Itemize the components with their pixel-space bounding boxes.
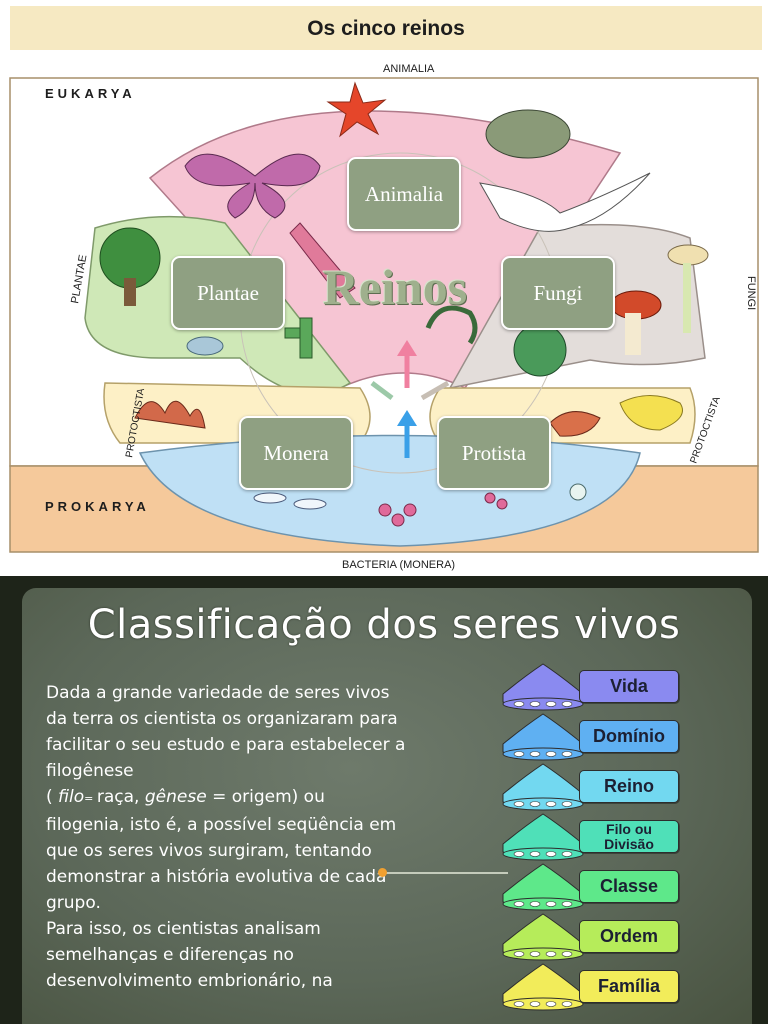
butterfly-icon <box>184 153 321 219</box>
mushroom-stem <box>683 263 691 333</box>
red-mushroom-stem <box>625 313 641 355</box>
slide-title: Os cinco reinos <box>307 17 465 40</box>
body-text: Dada a grande variedade de seres vivos d… <box>46 680 416 994</box>
starfish-icon <box>326 81 387 138</box>
arrow-left-green <box>370 381 394 400</box>
cactus-icon <box>284 317 313 359</box>
taxonomy-funnels <box>502 663 584 1011</box>
pointer-line <box>380 872 508 874</box>
bacillus-icon-2 <box>293 498 327 510</box>
taxonomy-level-6: Família <box>579 970 679 1003</box>
pointer-dot <box>378 868 387 877</box>
slide-title-classificacao: Classificação dos seres vivos <box>87 602 681 648</box>
tree-trunk <box>124 278 136 306</box>
turtle-icon <box>485 109 571 159</box>
taxonomy-level-1: Domínio <box>579 720 679 753</box>
funnel-1 <box>502 713 584 761</box>
coccus-icon-3 <box>403 503 417 517</box>
genese-meaning: = origem) ou <box>206 787 325 807</box>
paragraph-second: Para isso, os cientistas analisam semelh… <box>46 919 333 991</box>
taxonomy-level-2: Reino <box>579 770 679 803</box>
arrow-up-pink-head <box>397 340 417 356</box>
filo-separator: = <box>84 792 97 805</box>
coccus-icon <box>378 503 392 517</box>
arrow-up-blue-head <box>397 410 417 426</box>
coccus-chain-icon <box>484 492 496 504</box>
node-protista: Protista <box>437 416 551 490</box>
snake-icon <box>425 305 478 345</box>
funnel-6 <box>502 963 584 1011</box>
term-filo: filo <box>58 787 85 807</box>
filo-meaning: raça, <box>96 787 145 807</box>
paragraph-rest: filogenia, isto é, a possível seqüência … <box>46 815 397 913</box>
bacillus-icon <box>253 492 287 504</box>
diatom-icon <box>619 395 683 431</box>
node-plantae: Plantae <box>171 256 285 330</box>
taxonomy-level-5: Ordem <box>579 920 679 953</box>
node-monera: Monera <box>239 416 353 490</box>
term-genese: gênese <box>144 787 207 807</box>
diplococcus-icon <box>569 483 587 501</box>
node-fungi: Fungi <box>501 256 615 330</box>
paragraph-etymology: ( filo= raça, gênese = origem) ou <box>46 784 416 812</box>
funnel-4 <box>502 863 584 911</box>
label-eukarya: EUKARYA <box>45 86 136 101</box>
label-bacteria: BACTERIA (MONERA) <box>342 559 455 571</box>
label-prokarya: PROKARYA <box>45 499 150 514</box>
mushroom-cap-icon <box>667 244 709 266</box>
leaf-icon <box>186 336 224 356</box>
shell-icon <box>549 411 601 437</box>
taxonomy-level-3: Filo ou Divisão <box>579 820 679 853</box>
title-bar: Os cinco reinos <box>10 6 762 50</box>
bird-icon <box>479 172 651 232</box>
paragraph-intro: Dada a grande variedade de seres vivos d… <box>46 683 406 781</box>
coccus-chain-icon-2 <box>496 498 508 510</box>
coral-icon <box>134 400 206 429</box>
label-animalia-top: ANIMALIA <box>383 63 435 75</box>
funnel-3 <box>502 813 584 861</box>
five-kingdoms-slide: Os cinco reinos <box>9 6 762 571</box>
funnel-0 <box>502 663 584 711</box>
coccus-icon-2 <box>391 513 405 527</box>
kingdoms-diagram: EUKARYA PROKARYA ANIMALIA PLANTAE FUNGI … <box>9 63 759 571</box>
center-label-reinos: Reinos <box>322 259 468 315</box>
mold-icon <box>513 323 567 377</box>
node-animalia: Animalia <box>347 157 461 231</box>
label-fungi-side: FUNGI <box>745 276 757 310</box>
squid-icon <box>289 222 356 299</box>
funnel-5 <box>502 913 584 961</box>
classification-slide: Classificação dos seres vivos Dada a gra… <box>0 576 768 1024</box>
paren-open: ( <box>46 787 59 807</box>
funnel-2 <box>502 763 584 811</box>
taxonomy-level-4: Classe <box>579 870 679 903</box>
arrow-right-grey <box>420 380 450 401</box>
taxonomy-level-0: Vida <box>579 670 679 703</box>
